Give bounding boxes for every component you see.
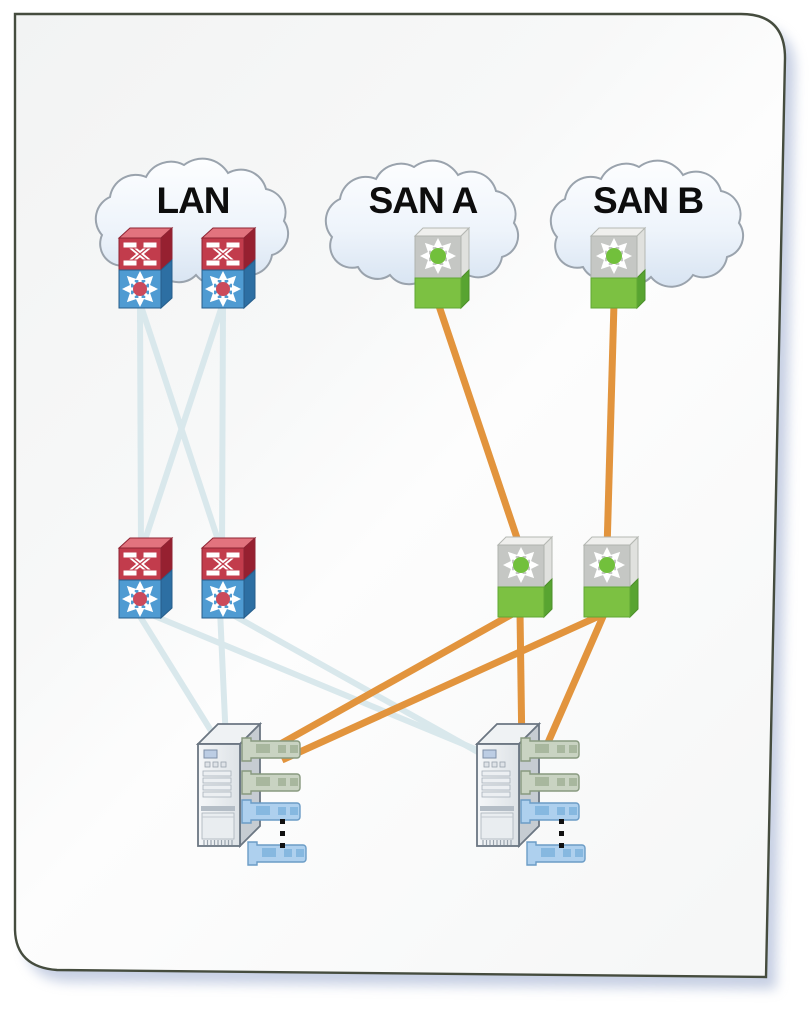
server-2 bbox=[474, 721, 586, 866]
lan-switch-top-2 bbox=[200, 226, 257, 310]
nodes-layer bbox=[117, 226, 647, 866]
link-san-b-edge-b bbox=[603, 302, 618, 551]
link-lan-b2-server1 bbox=[217, 609, 229, 743]
lan-cloud-label: LAN bbox=[156, 180, 230, 221]
san-a-fc-switch bbox=[413, 226, 471, 310]
link-edge-b-server1 bbox=[280, 608, 610, 764]
lan-switch-bottom-1 bbox=[117, 536, 174, 620]
san-b-cloud-label: SAN B bbox=[592, 180, 704, 221]
links-layer bbox=[133, 301, 618, 764]
link-lan-b1-server1 bbox=[133, 608, 221, 744]
fc-edge-switch-a bbox=[496, 535, 554, 619]
server-1 bbox=[195, 721, 307, 866]
link-san-a-edge-a bbox=[434, 301, 525, 552]
san-a-cloud-label: SAN A bbox=[368, 180, 479, 221]
link-lan-t2-b2 bbox=[219, 302, 226, 553]
link-edge-b-server2 bbox=[539, 610, 609, 756]
page-frame bbox=[13, 12, 787, 979]
link-lan-b1-server2 bbox=[138, 607, 494, 759]
link-lan-t1-b1 bbox=[137, 302, 144, 553]
lan-switch-bottom-2 bbox=[200, 536, 257, 620]
fc-edge-switch-b bbox=[582, 535, 640, 619]
link-lan-t2-b1 bbox=[138, 302, 226, 553]
link-lan-b2-server2 bbox=[222, 607, 494, 763]
san-b-fc-switch bbox=[589, 226, 647, 310]
lan-switch-top-1 bbox=[117, 226, 174, 310]
link-edge-a-server1 bbox=[264, 608, 518, 756]
